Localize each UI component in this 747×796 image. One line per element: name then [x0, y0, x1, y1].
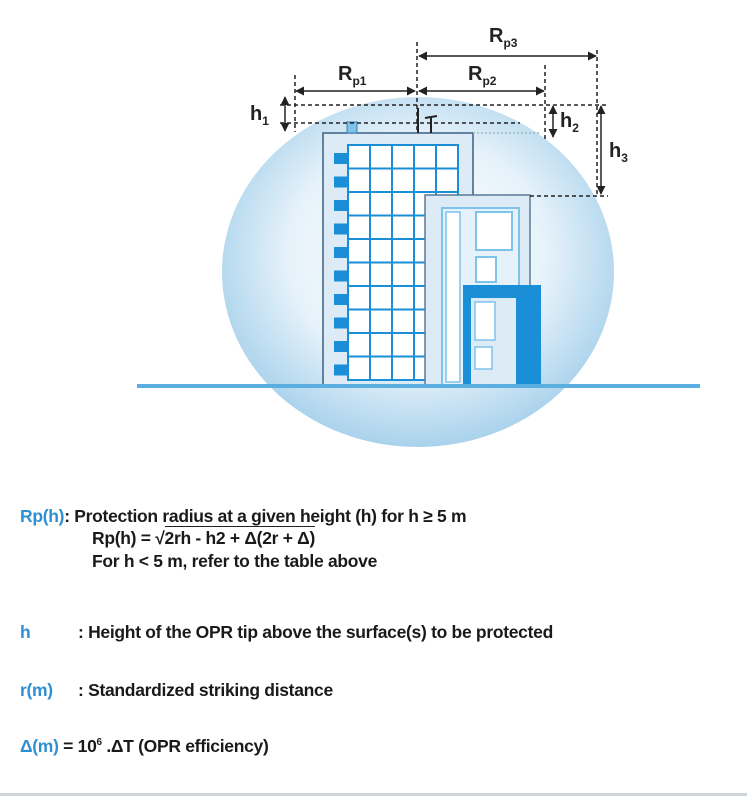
- tower-window: [391, 238, 415, 264]
- tower-window: [347, 167, 371, 193]
- tower-balcony: [334, 294, 347, 305]
- formula-radicand: 2rh - h2 + Δ(2r + Δ): [164, 526, 315, 548]
- tower-window: [369, 308, 393, 334]
- legend-key-delta: Δ(m): [20, 736, 59, 756]
- tower-window: [391, 191, 415, 217]
- legend-desc-r: : Standardized striking distance: [78, 680, 333, 700]
- tower-window: [391, 308, 415, 334]
- legend-desc-delta-suffix: .ΔT (OPR efficiency): [101, 736, 269, 756]
- label-h1: h1: [250, 103, 269, 128]
- tower-window: [369, 332, 393, 358]
- legend-key-r: r(m): [20, 680, 53, 700]
- legend-rp: Rp(h): Protection radius at a given heig…: [20, 506, 467, 527]
- tower-window: [369, 214, 393, 240]
- tower-window: [391, 285, 415, 311]
- label-rp2: Rp2: [468, 63, 497, 88]
- legend-key-h: h: [20, 622, 31, 642]
- legend-h: h : Height of the OPR tip above the surfa…: [20, 622, 553, 643]
- tower-balcony: [334, 223, 347, 235]
- tower-window: [435, 144, 459, 170]
- tower-window: [435, 167, 459, 193]
- tower-balcony: [334, 200, 347, 211]
- tower-window: [391, 355, 415, 381]
- legend-r: r(m) : Standardized striking distance: [20, 680, 333, 701]
- label-rp1: Rp1: [338, 63, 367, 88]
- tower-window: [347, 144, 371, 170]
- legend-delta: Δ(m) = 106 .ΔT (OPR efficiency): [20, 736, 269, 757]
- tower-window: [347, 355, 371, 381]
- opr-mast-icon: [417, 108, 438, 133]
- legend-desc-h: : Height of the OPR tip above the surfac…: [78, 622, 553, 642]
- tower-window: [413, 144, 437, 170]
- tower-balcony: [334, 364, 347, 376]
- tower-window: [369, 191, 393, 217]
- secondary-building: [424, 194, 541, 387]
- tower-window: [413, 167, 437, 193]
- tower-window: [347, 332, 371, 358]
- dimension-lines: [280, 42, 608, 197]
- tower-window: [369, 355, 393, 381]
- tower-window: [391, 167, 415, 193]
- legend-desc-delta-prefix: = 10: [58, 736, 97, 756]
- label-rp3: Rp3: [489, 25, 518, 50]
- tower-window: [369, 285, 393, 311]
- legend-note: For h < 5 m, refer to the table above: [92, 551, 378, 571]
- tower-window: [347, 285, 371, 311]
- label-h3: h3: [609, 140, 628, 165]
- protection-radius-diagram: Rp3 Rp1 Rp2 h1 h2 h3: [137, 25, 700, 447]
- tower-balcony: [334, 153, 347, 164]
- tower-window: [369, 144, 393, 170]
- tower-window: [369, 261, 393, 287]
- tower-balcony: [334, 247, 347, 258]
- legend-desc-rp: : Protection radius at a given height (h…: [64, 506, 467, 526]
- legend-desc-delta-exponent: 6: [96, 737, 103, 749]
- tower-balcony: [334, 270, 347, 282]
- tower-balcony: [334, 176, 347, 188]
- tower-window: [369, 167, 393, 193]
- bottom-border: [0, 793, 747, 796]
- tower-window: [347, 191, 371, 217]
- tower-window: [347, 308, 371, 334]
- tower-window: [347, 214, 371, 240]
- tower-window: [347, 261, 371, 287]
- tower-window: [391, 261, 415, 287]
- legend-formula: Rp(h) = √2rh - h2 + Δ(2r + Δ): [92, 526, 315, 549]
- formula-lhs: Rp(h) = √: [92, 528, 165, 548]
- tower-balcony: [334, 317, 347, 329]
- label-h2: h2: [560, 110, 579, 135]
- legend-key-rp: Rp(h): [20, 506, 65, 526]
- tower-balcony: [334, 341, 347, 352]
- tower-window: [347, 238, 371, 264]
- tower-window: [369, 238, 393, 264]
- tower-window: [391, 214, 415, 240]
- tower-window: [391, 332, 415, 358]
- tower-window: [391, 144, 415, 170]
